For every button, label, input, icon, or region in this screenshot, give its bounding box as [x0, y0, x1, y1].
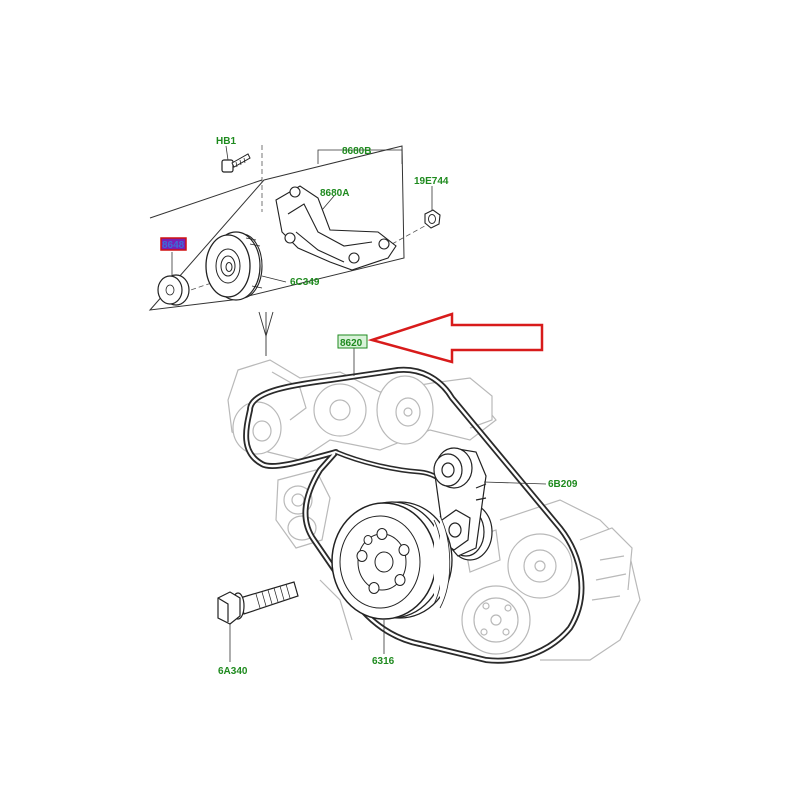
- label-hb1: HB1: [216, 136, 236, 147]
- label-6c349: 6C349: [290, 277, 320, 288]
- hb1-bolt: [221, 153, 251, 173]
- idler-pulley-6c349: [205, 231, 263, 301]
- crank-bolt-6a340: [217, 581, 299, 625]
- center-line-nut: [391, 221, 433, 245]
- bracket-8680a: [275, 185, 397, 271]
- label-8648-box: [160, 237, 187, 251]
- red-pointer-arrow: [367, 312, 544, 364]
- label-8680a: 8680A: [320, 188, 349, 199]
- engine-ghost: [227, 359, 641, 661]
- tensioner-6b209: [433, 447, 493, 561]
- nut-19e744: [424, 209, 441, 229]
- label-19e744: 19E744: [414, 176, 449, 187]
- dust-cap-8648: [157, 274, 190, 306]
- exploded-detail: [148, 145, 441, 311]
- label-6b209: 6B209: [548, 479, 578, 490]
- label-8680b: 8680B: [342, 146, 371, 157]
- main-leaders: [229, 348, 547, 662]
- label-8648: 8648: [162, 240, 185, 251]
- label-8620: 8620: [340, 338, 363, 349]
- detail-leaders: [171, 145, 433, 283]
- label-8620-box: [337, 334, 368, 349]
- detail-pointer: [258, 311, 274, 356]
- crank-pulley-6316: [331, 501, 453, 620]
- label-6a340: 6A340: [218, 666, 248, 677]
- label-6316: 6316: [372, 656, 395, 667]
